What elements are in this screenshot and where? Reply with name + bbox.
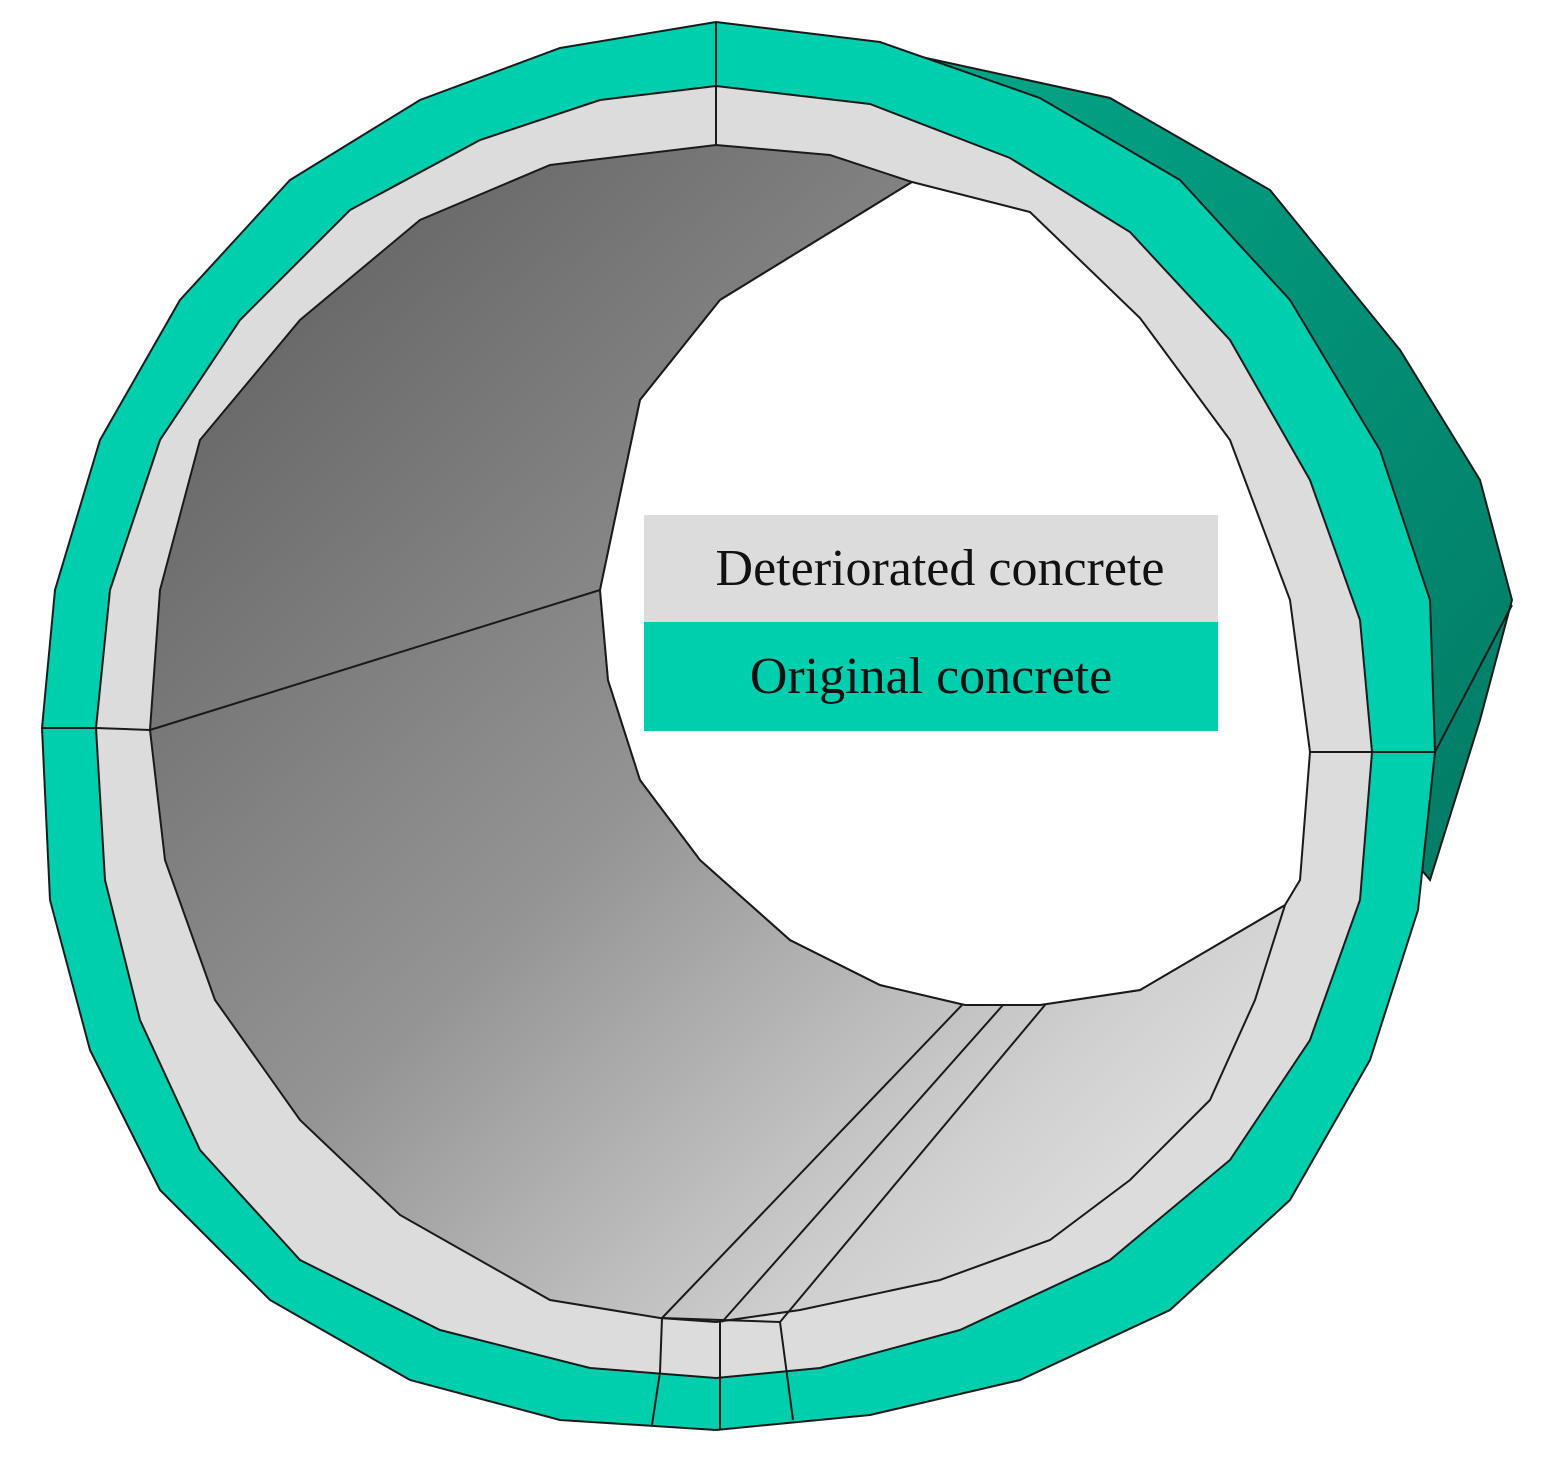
legend-original-concrete: Original concrete: [644, 622, 1218, 731]
legend-original-label: Original concrete: [749, 648, 1113, 705]
segment-lines: [42, 22, 1435, 1430]
pipe-side-edge: [1434, 604, 1513, 753]
legend-deteriorated-concrete: Deteriorated concrete: [644, 515, 1218, 622]
legend-deteriorated-label: Deteriorated concrete: [715, 540, 1165, 597]
